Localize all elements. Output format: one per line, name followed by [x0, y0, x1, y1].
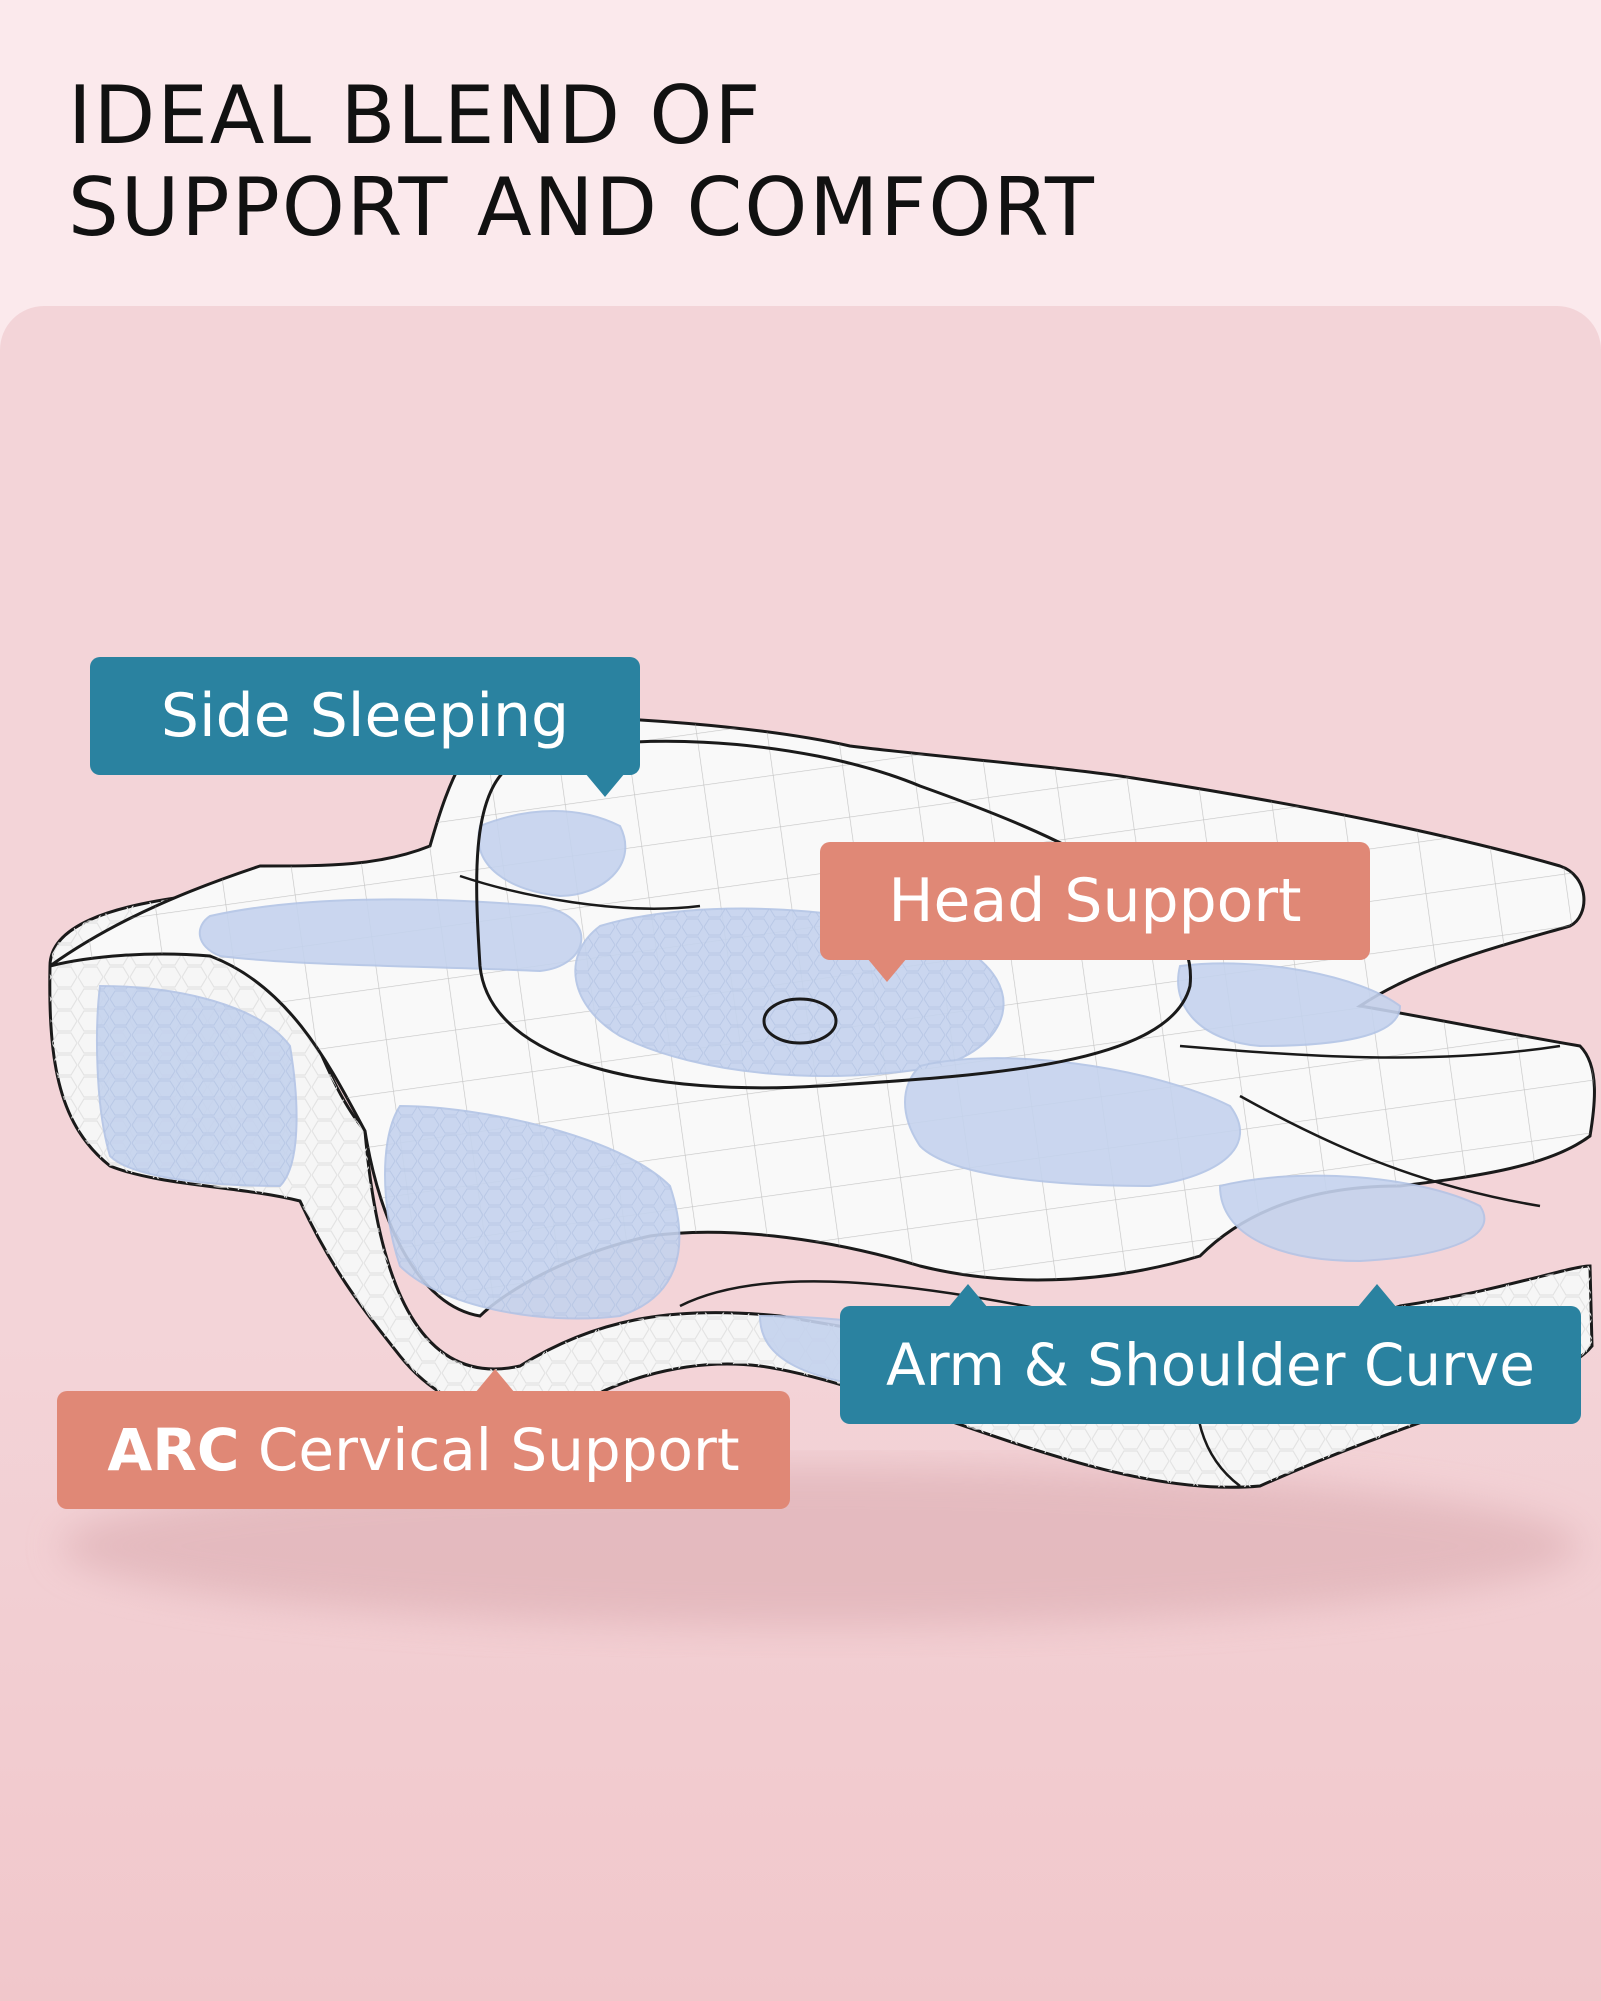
head-support-callout: Head Support	[820, 842, 1370, 982]
head-support-label: Head Support	[888, 866, 1302, 936]
side-sleeping-callout: Side Sleeping	[90, 657, 640, 797]
page-title: IDEAL BLEND OF SUPPORT AND COMFORT	[68, 70, 1096, 254]
arm-shoulder-callout: Arm & Shoulder Curve	[840, 1284, 1581, 1424]
side-sleeping-label: Side Sleeping	[160, 681, 570, 751]
head-support-center	[762, 997, 838, 1045]
pillow-illustration	[48, 714, 1596, 1626]
head-support-pointer	[867, 958, 907, 982]
arc-cervical-callout: ARC Cervical Support	[57, 1369, 790, 1509]
arm-shoulder-pointer-left	[948, 1284, 988, 1308]
arm-shoulder-label: Arm & Shoulder Curve	[886, 1331, 1535, 1399]
title-line-2: SUPPORT AND COMFORT	[68, 161, 1096, 254]
title-line-1: IDEAL BLEND OF	[68, 69, 763, 162]
arm-shoulder-pointer-right	[1357, 1284, 1397, 1308]
arc-cervical-pointer	[475, 1369, 515, 1393]
arc-label-rest: Cervical Support	[239, 1416, 740, 1484]
side-sleeping-pointer	[585, 773, 625, 797]
head-support-contour	[475, 739, 1192, 1090]
product-panel	[0, 306, 1601, 2001]
arc-label-bold: ARC	[107, 1416, 240, 1484]
